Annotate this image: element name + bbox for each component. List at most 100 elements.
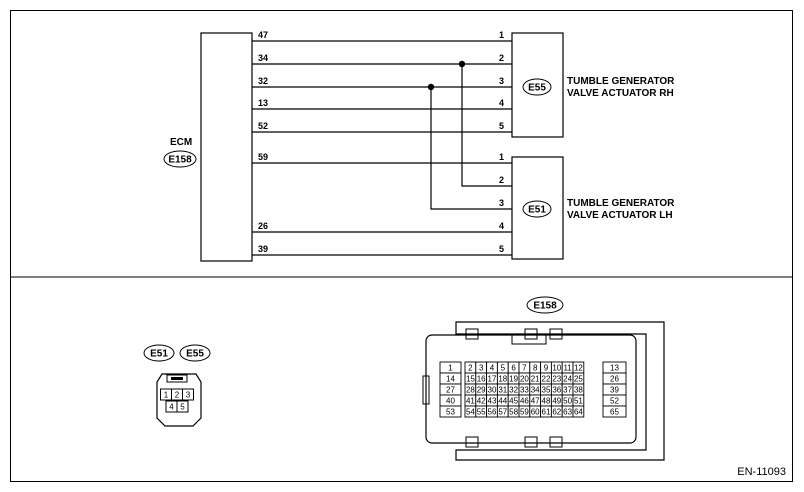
e158-housing [425, 334, 637, 444]
e158-pin-label: 39 [610, 385, 619, 394]
e158-pin-label: 13 [610, 363, 619, 372]
rh-label-line2: VALVE ACTUATOR RH [567, 88, 674, 99]
small-tag-oval-e55 [179, 344, 211, 362]
e158-pin-label: 42 [477, 396, 486, 405]
small-tag-oval-e51 [143, 344, 175, 362]
e158-pin-label: 65 [610, 407, 619, 416]
e158-pin-label: 28 [466, 385, 475, 394]
e158-pin-label: 27 [446, 385, 455, 394]
e158-pin-label: 5 [501, 363, 506, 372]
e158-tag-oval [526, 296, 564, 314]
ecm-connector-label: E158 [168, 155, 192, 166]
e158-pin-label: 7 [522, 363, 527, 372]
e158-pin-label: 59 [520, 407, 529, 416]
e158-pin-label: 22 [542, 374, 551, 383]
ecm-pin-59: 59 [258, 152, 268, 162]
e158-pin-label: 4 [490, 363, 495, 372]
e158-pin-label: 35 [542, 385, 551, 394]
ecm-label: ECM [170, 137, 192, 148]
lh-label-line1: TUMBLE GENERATOR [567, 198, 675, 209]
e158-pin-label: 63 [563, 407, 572, 416]
rh-pin-5: 5 [499, 121, 504, 131]
ecm-pin-32: 32 [258, 76, 268, 86]
e158-pin-label: 56 [488, 407, 497, 416]
e158-pin-label: 60 [531, 407, 540, 416]
e158-bottom-key [524, 436, 538, 448]
splice-rh2-lh2 [461, 64, 512, 187]
small-pin-label: 4 [169, 403, 174, 412]
e158-pin-label: 40 [446, 396, 455, 405]
e158-pin-label: 61 [542, 407, 551, 416]
e158-pin-cell [572, 405, 585, 418]
e158-pin-label: 32 [509, 385, 518, 394]
lh-pin-1: 1 [499, 152, 504, 162]
small-pin-label: 1 [164, 391, 169, 400]
small-tag-e55: E55 [186, 349, 204, 360]
e158-pin-label: 47 [531, 396, 540, 405]
e158-pin-label: 9 [544, 363, 549, 372]
outer-frame [10, 10, 793, 482]
small-pin-cell [176, 400, 189, 413]
e158-pin-label: 43 [488, 396, 497, 405]
e158-top-key [524, 328, 538, 340]
e158-pin-label: 17 [488, 374, 497, 383]
e158-pin-label: 18 [498, 374, 507, 383]
e158-pin-label: 54 [466, 407, 475, 416]
small-connector-latch-inner [171, 377, 183, 380]
e158-pin-label: 21 [531, 374, 540, 383]
rh-pin-3: 3 [499, 76, 504, 86]
e158-pin-label: 50 [563, 396, 572, 405]
e158-pin-label: 48 [542, 396, 551, 405]
ecm-pin-39: 39 [258, 244, 268, 254]
small-pin-label: 3 [186, 391, 191, 400]
e158-pin-label: 38 [574, 385, 583, 394]
lh-actuator-box [511, 156, 564, 260]
e158-pin-label: 46 [520, 396, 529, 405]
e158-bottom-key [465, 436, 479, 448]
small-connector-latch [166, 374, 188, 383]
ecm-box [200, 32, 253, 262]
rh-actuator-box [511, 32, 564, 138]
rh-label-line1: TUMBLE GENERATOR [567, 76, 675, 87]
small-pin-label: 2 [175, 391, 180, 400]
small-connector-body [156, 373, 202, 427]
small-pin-label: 5 [180, 403, 185, 412]
e158-pin-label: 1 [448, 363, 453, 372]
e158-pin-cell [439, 405, 462, 418]
e158-pin-cell [602, 405, 627, 418]
e158-pin-label: 12 [574, 363, 583, 372]
e158-pin-label: 24 [563, 374, 572, 383]
lh-pin-2: 2 [499, 175, 504, 185]
e158-pin-label: 30 [488, 385, 497, 394]
e158-bottom-key [549, 436, 563, 448]
ecm-pin-13: 13 [258, 98, 268, 108]
e158-pin-label: 3 [479, 363, 484, 372]
e158-pin-label: 58 [509, 407, 518, 416]
e158-pin-label: 20 [520, 374, 529, 383]
splice-node-2 [427, 83, 435, 91]
e158-pin-label: 52 [610, 396, 619, 405]
e158-pin-label: 11 [563, 363, 572, 372]
ecm-pin-26: 26 [258, 221, 268, 231]
lh-connector-oval [522, 200, 552, 218]
e158-pin-label: 10 [552, 363, 561, 372]
e158-tag: E158 [533, 301, 557, 312]
e158-top-key [465, 328, 479, 340]
lh-pin-3: 3 [499, 198, 504, 208]
e158-pin-label: 14 [446, 374, 455, 383]
e158-pin-label: 16 [477, 374, 486, 383]
e158-pin-label: 33 [520, 385, 529, 394]
e158-pin-label: 26 [610, 374, 619, 383]
e158-pin-label: 57 [498, 407, 507, 416]
e158-pin-label: 53 [446, 407, 455, 416]
e158-top-key [511, 333, 547, 345]
ecm-connector-oval [163, 150, 197, 168]
e158-pin-label: 6 [511, 363, 516, 372]
rh-connector-oval [522, 78, 552, 96]
ecm-pin-47: 47 [258, 30, 268, 40]
lh-connector-label: E51 [528, 205, 546, 216]
lh-pin-4: 4 [499, 221, 504, 231]
e158-pin-label: 44 [498, 396, 507, 405]
rh-connector-label: E55 [528, 83, 546, 94]
